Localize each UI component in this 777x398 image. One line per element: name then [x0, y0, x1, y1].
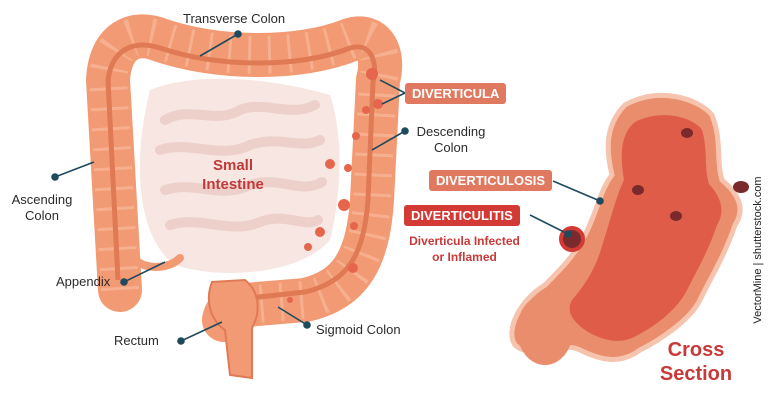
label-ascending-colon: Ascending Colon: [8, 192, 76, 224]
label-diverticulitis-description: Diverticula Infected or Inflamed: [397, 233, 532, 265]
tag-diverticula: DIVERTICULA: [405, 83, 506, 104]
label-cross-section: Cross Section: [656, 338, 736, 386]
label-small-intestine: Small Intestine: [188, 156, 278, 194]
label-transverse-colon: Transverse Colon: [183, 11, 285, 27]
label-appendix: Appendix: [56, 274, 110, 290]
credit-watermark: VectorMine | shutterstock.com: [752, 176, 764, 323]
tag-diverticulitis: DIVERTICULITIS: [404, 205, 520, 226]
label-rectum: Rectum: [114, 333, 159, 349]
tag-diverticulosis: DIVERTICULOSIS: [429, 170, 552, 191]
rectum-cross-section: [517, 295, 573, 365]
label-descending-colon: Descending Colon: [410, 124, 492, 156]
label-sigmoid-colon: Sigmoid Colon: [316, 322, 401, 338]
